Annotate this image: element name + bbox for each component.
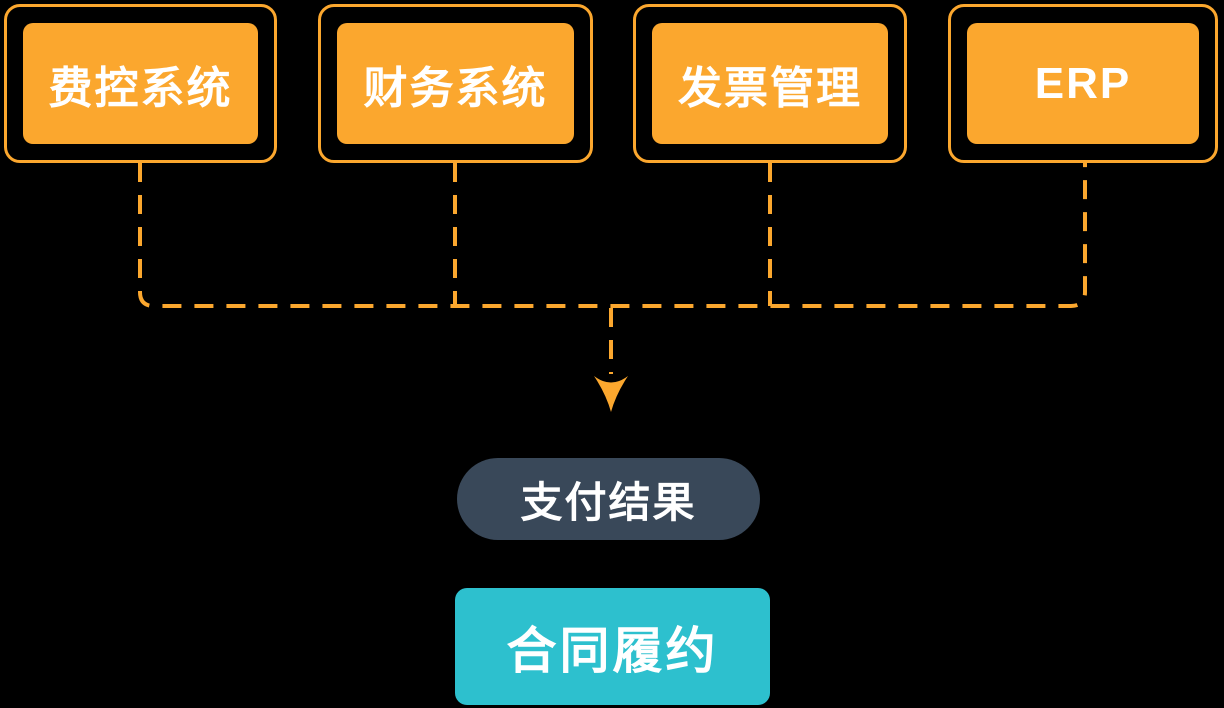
payment-result-label: 支付结果: [520, 478, 697, 526]
contract-fulfillment-node: 合同履约: [455, 588, 770, 705]
source-node-label: ERP: [967, 23, 1199, 144]
source-node-invoice-management: 发票管理: [633, 4, 907, 163]
connector-bus-line: [138, 163, 1087, 308]
source-node-label: 财务系统: [337, 23, 574, 144]
source-node-erp: ERP: [948, 4, 1218, 163]
down-arrow-icon: [594, 376, 628, 412]
source-node-finance-system: 财务系统: [318, 4, 593, 163]
payment-result-node: 支付结果: [457, 458, 760, 540]
source-node-label: 费控系统: [23, 23, 258, 144]
source-node-expense-control: 费控系统: [4, 4, 277, 163]
contract-fulfillment-label: 合同履约: [506, 622, 719, 679]
source-node-label: 发票管理: [652, 23, 888, 144]
